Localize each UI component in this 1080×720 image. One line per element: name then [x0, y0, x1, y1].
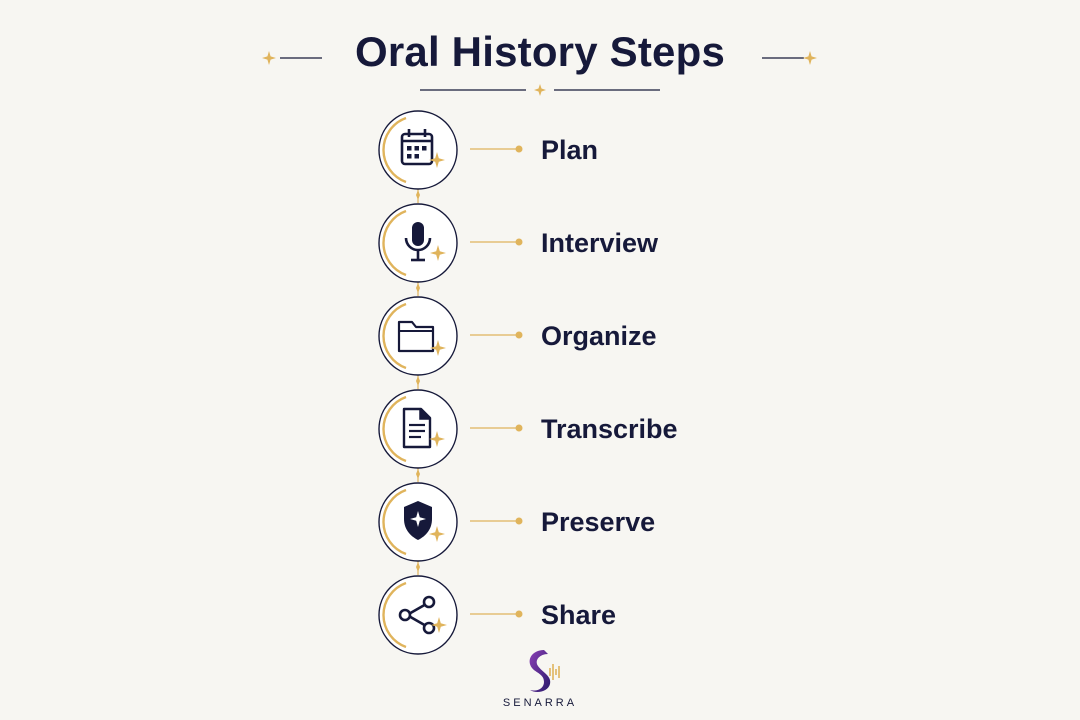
- connector-arrow: [470, 145, 523, 153]
- title-underline: [420, 84, 660, 96]
- connector-arrow: [470, 238, 523, 246]
- brand-logo: SENARRA: [0, 640, 1080, 720]
- brand-name: SENARRA: [502, 697, 578, 709]
- step-label-share: Share: [541, 600, 617, 630]
- step-label-transcribe: Transcribe: [541, 414, 678, 444]
- step-label-interview: Interview: [541, 228, 659, 258]
- document-icon: [378, 389, 458, 469]
- connector-arrow: [470, 517, 523, 525]
- title-flourish-right: [762, 51, 817, 65]
- shield-icon: [378, 482, 458, 562]
- calendar-icon: [378, 110, 458, 190]
- header: Oral History Steps: [0, 0, 1080, 100]
- title-flourish-left: [262, 51, 322, 65]
- share-icon: [378, 575, 458, 655]
- connector-arrow: [470, 610, 523, 618]
- folder-icon: [378, 296, 458, 376]
- step-label-preserve: Preserve: [541, 507, 656, 537]
- step-label-organize: Organize: [541, 321, 657, 351]
- connector-arrow: [470, 331, 523, 339]
- page-title: Oral History Steps: [354, 28, 726, 75]
- microphone-icon: [378, 203, 458, 283]
- step-label-plan: Plan: [541, 135, 599, 165]
- logo-mark-icon: [529, 650, 560, 692]
- connector-arrow: [470, 424, 523, 432]
